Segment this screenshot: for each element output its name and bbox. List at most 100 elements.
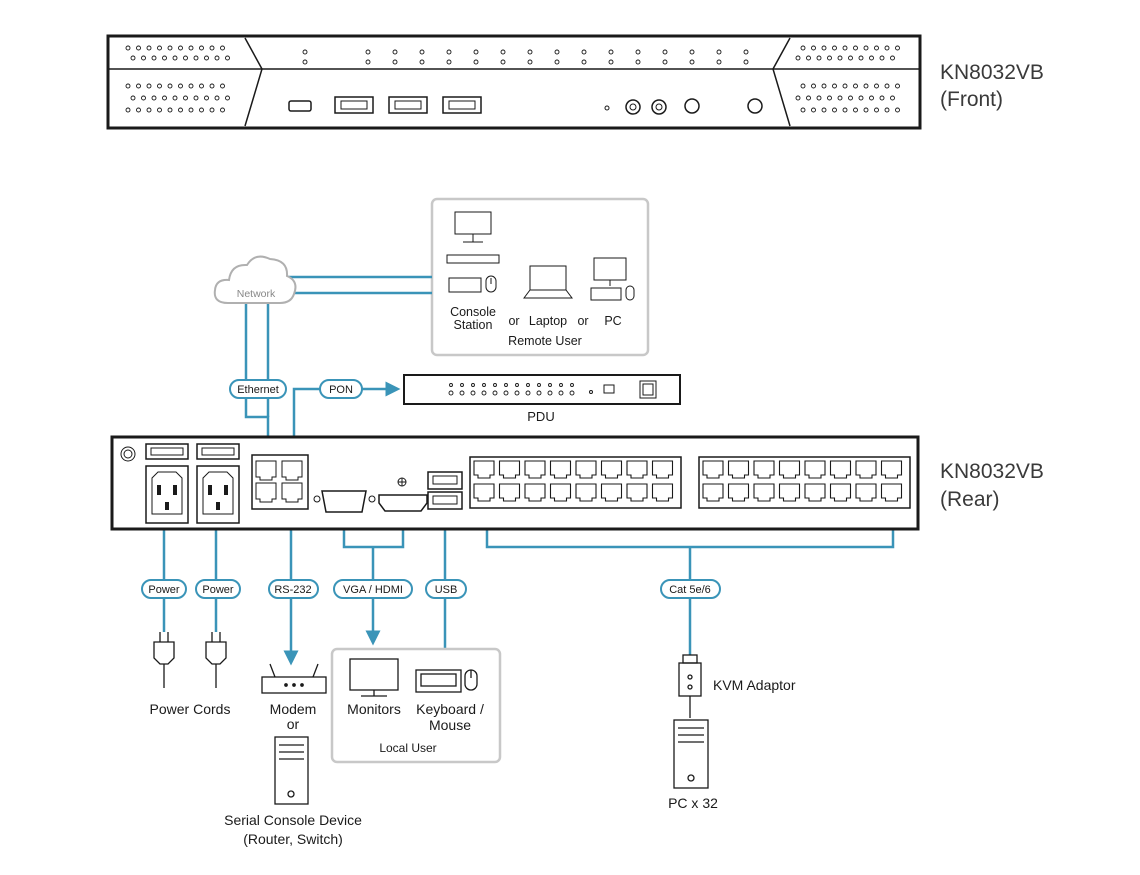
pon-pill-label: PON: [329, 384, 353, 396]
keyboard-mouse-icon: [415, 669, 478, 693]
front-button: [684, 98, 700, 114]
power-cords-label: Power Cords: [150, 701, 231, 717]
kvm-port: [524, 460, 546, 479]
pon-pill: [319, 379, 363, 399]
pc-x32-label: PC x 32: [668, 795, 718, 811]
kvm-port: [651, 460, 674, 479]
kvm-port: [778, 460, 801, 479]
front-power-button: [747, 98, 763, 114]
usb-port: [427, 491, 463, 510]
front-audio-jack: [625, 99, 641, 115]
local-user-label: Local User: [379, 741, 436, 755]
kvm-port: [727, 460, 750, 479]
monitor-icon: [349, 658, 399, 697]
serial-console-label: Serial Console Device: [224, 812, 362, 828]
vga-hdmi-pill: [333, 579, 413, 599]
kvm-port: [651, 483, 674, 502]
front-model-label: KN8032VB: [940, 61, 1044, 84]
kvm-port: [855, 483, 877, 502]
console-station-label: Console: [450, 305, 496, 319]
or-label: or: [508, 314, 519, 328]
kvm-adaptor-icon: [678, 654, 702, 718]
kvm-port: [804, 460, 826, 479]
cat-pill-label: Cat 5e/6: [669, 584, 711, 596]
kvm-port: [753, 460, 775, 479]
rear-view-label: (Rear): [940, 488, 1000, 511]
cables: [162, 275, 895, 666]
kvm-port: [702, 483, 724, 502]
modem-or-label: or: [287, 716, 300, 732]
power-pill-label: Power: [202, 584, 234, 596]
power-pill: [195, 579, 241, 599]
ethernet-pill-label: Ethernet: [237, 384, 279, 396]
power-plug-icon: [205, 632, 227, 688]
kvm-port: [575, 460, 597, 479]
or-label: or: [577, 314, 588, 328]
front-panel: [106, 34, 922, 130]
kvm-port: [626, 460, 648, 479]
front-vent-dots: [125, 45, 900, 113]
kvm-port: [778, 483, 801, 502]
ground-screw-icon: [120, 446, 136, 462]
local-user-box: [330, 647, 502, 764]
power-socket: [196, 465, 240, 524]
pc-label: PC: [604, 314, 621, 328]
kvm-port-bank: [698, 456, 911, 509]
kvm-port: [829, 483, 852, 502]
kvm-port: [829, 460, 852, 479]
vga-port: [321, 490, 367, 513]
console-station-icon: [446, 211, 500, 293]
cat-cable: [485, 530, 895, 549]
laptop-icon: [523, 265, 573, 299]
modem-label: Modem: [270, 701, 317, 717]
ethernet-pill: [229, 379, 287, 399]
kvm-port: [600, 483, 623, 502]
power-socket: [145, 465, 189, 524]
kvm-port: [753, 483, 775, 502]
laptop-label: Laptop: [529, 314, 567, 328]
rear-panel: [110, 435, 920, 531]
kvm-port: [575, 483, 597, 502]
front-usb-port: [334, 96, 374, 114]
kvm-port: [498, 483, 521, 502]
kvm-port: [473, 483, 495, 502]
pdu-device: [403, 374, 681, 405]
power-pill-label: Power: [148, 584, 180, 596]
power-plug-icon: [153, 632, 175, 688]
power-switch: [145, 443, 189, 460]
ethernet-ports: [251, 454, 309, 510]
kvm-port: [549, 483, 572, 502]
front-usb-port: [388, 96, 428, 114]
power-switch: [196, 443, 240, 460]
rear-model-label: KN8032VB: [940, 460, 1044, 483]
hdmi-port: [378, 494, 428, 512]
front-usb-port: [442, 96, 482, 114]
kvm-port-bank: [469, 456, 682, 509]
front-hdmi-port: [288, 100, 312, 112]
kvm-port: [702, 460, 724, 479]
pdu-label: PDU: [527, 409, 554, 424]
keyboard-label: Keyboard /: [416, 701, 484, 717]
remote-user-label: Remote User: [508, 334, 582, 348]
serial-console-device-icon: [274, 736, 309, 805]
pdu-outlets: [448, 383, 575, 396]
usb-pill: [425, 579, 467, 599]
front-audio-jack: [651, 99, 667, 115]
pc-icon: [590, 257, 635, 301]
kvm-ports: [473, 460, 903, 502]
power-pill: [141, 579, 187, 599]
kvm-port: [524, 483, 546, 502]
kvm-port: [626, 483, 648, 502]
keyboard-label-2: Mouse: [429, 717, 471, 733]
modem-icon: [261, 663, 327, 694]
network-cloud: Network: [213, 255, 297, 304]
kvm-port: [498, 460, 521, 479]
kvm-port: [880, 460, 903, 479]
kvm-port: [855, 460, 877, 479]
kvm-adaptor-label: KVM Adaptor: [713, 677, 796, 693]
kvm-port: [600, 460, 623, 479]
pc-tower-icon: [673, 719, 709, 789]
cat-pill: [660, 579, 721, 599]
rs232-pill: [268, 579, 319, 599]
